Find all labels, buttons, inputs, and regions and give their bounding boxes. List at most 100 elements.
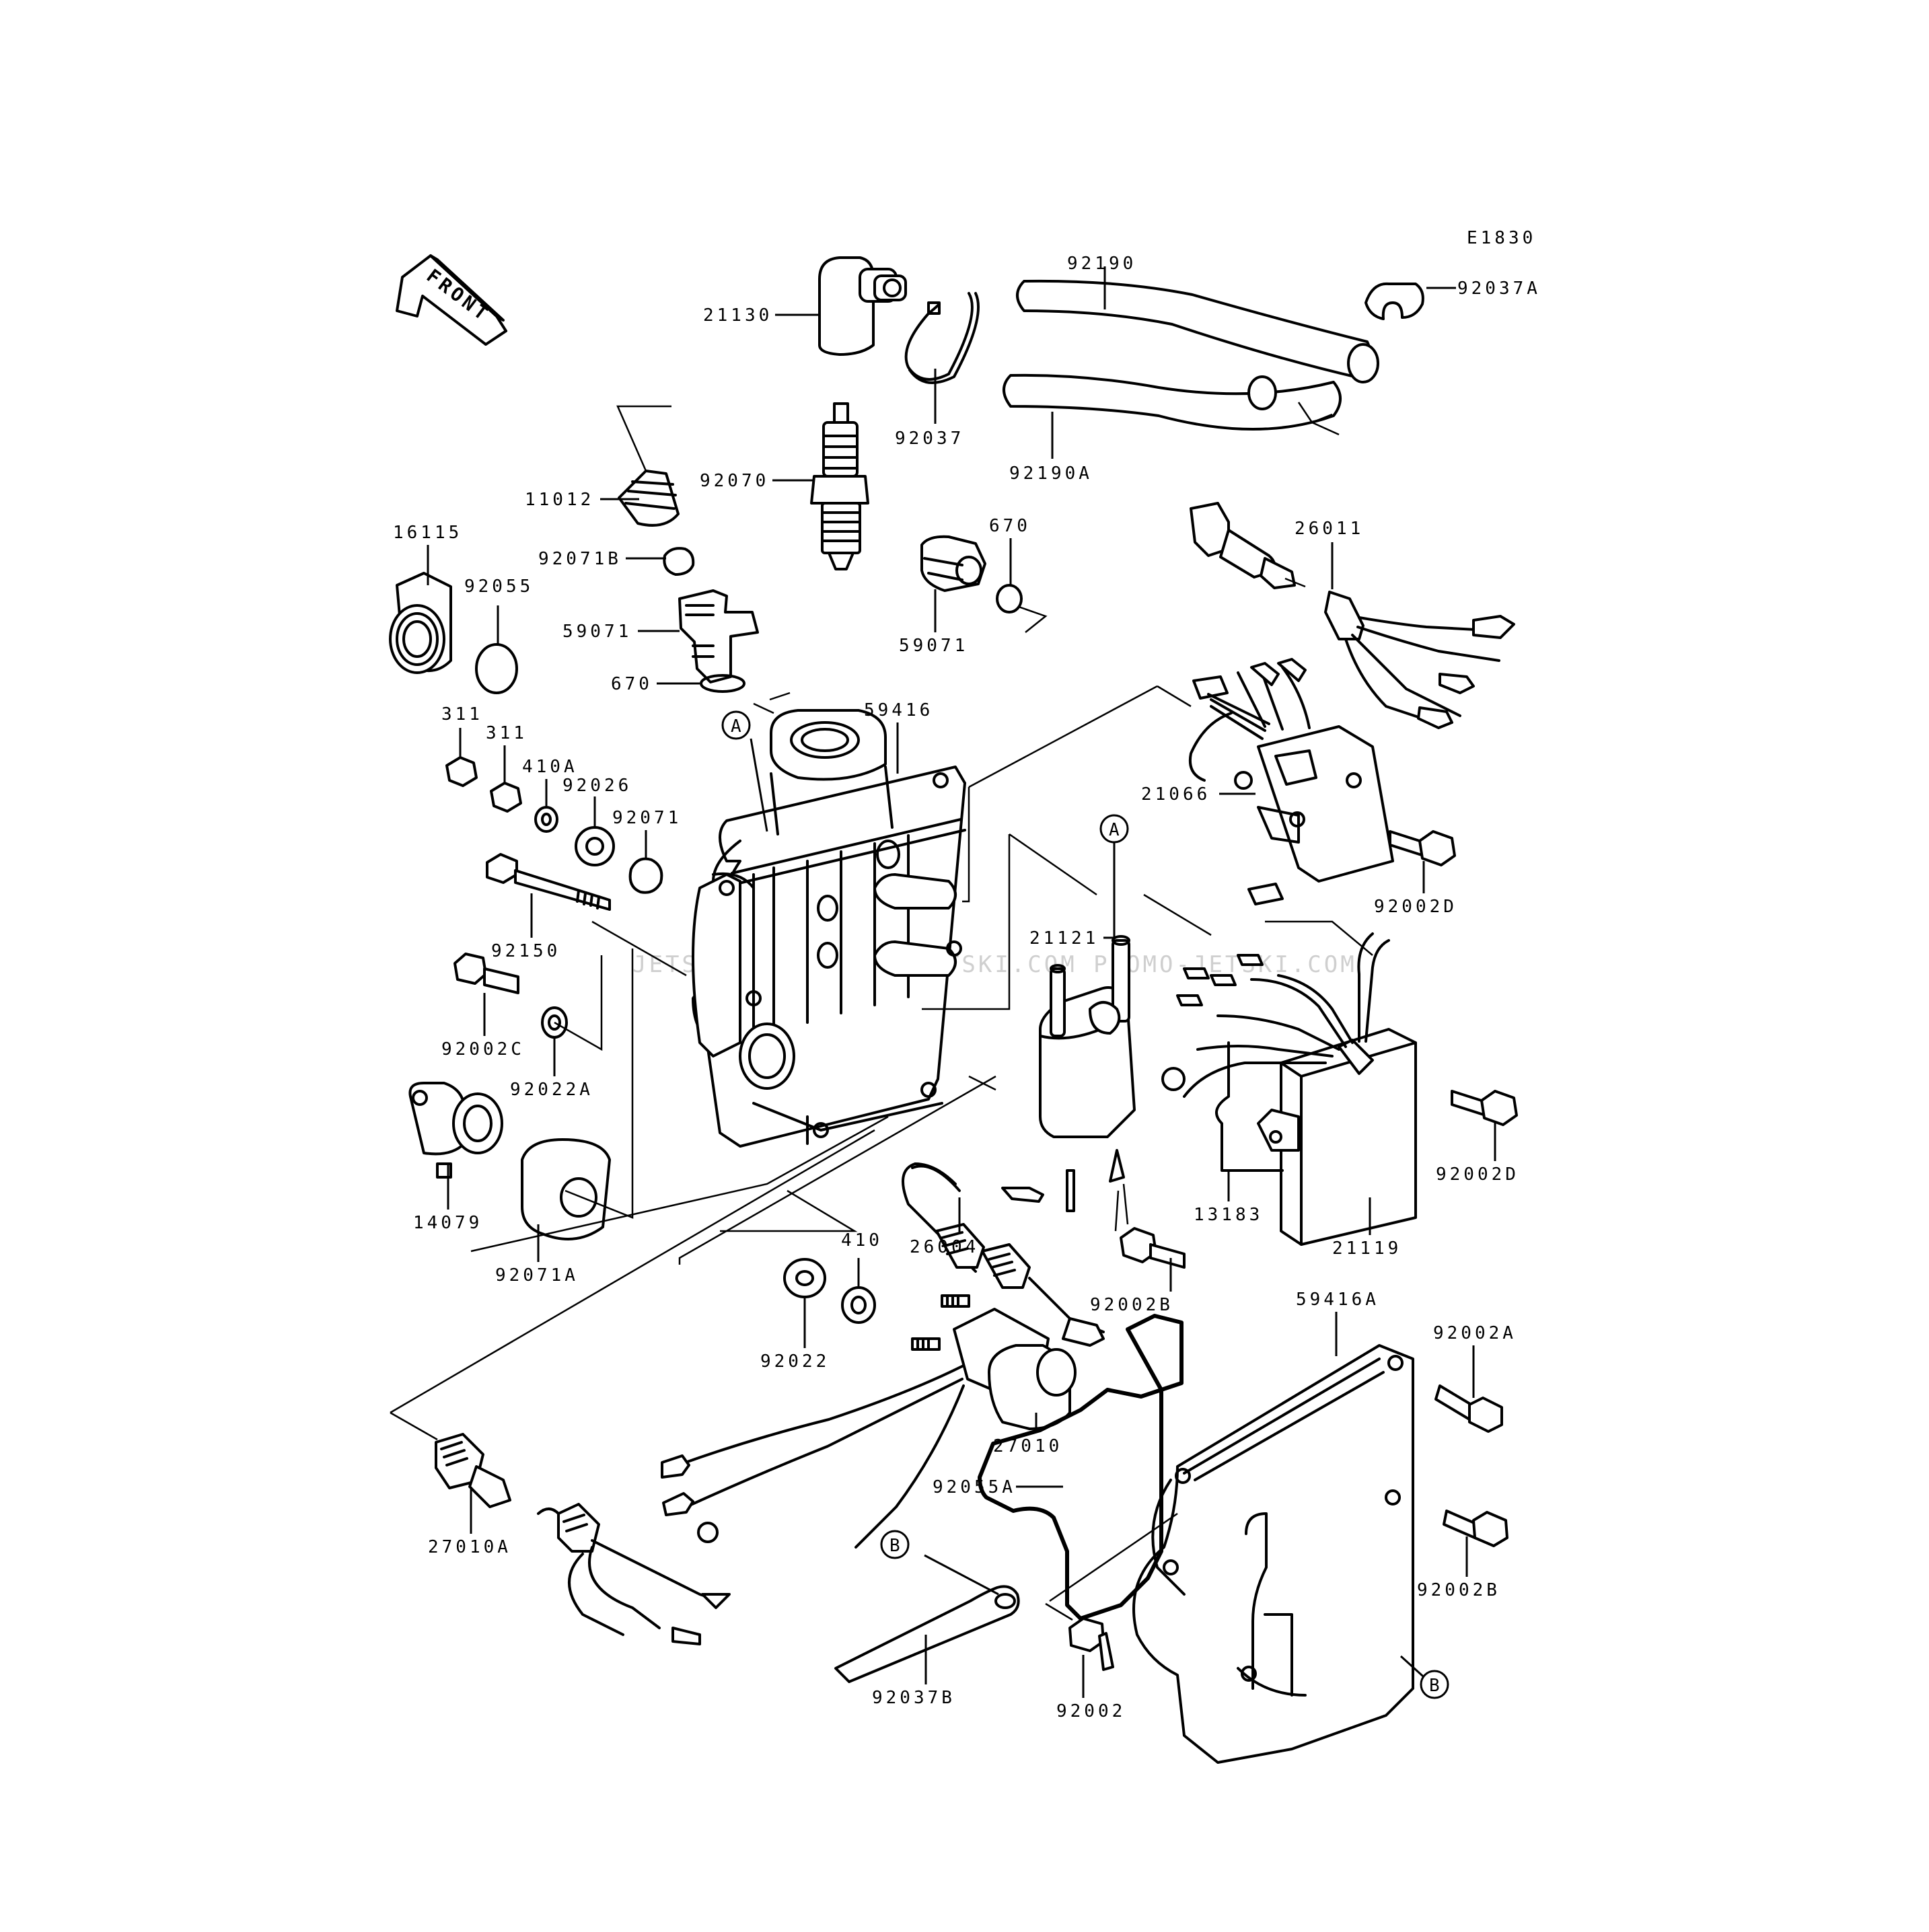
sensor-26004 bbox=[902, 1162, 1105, 1347]
bolt-92002B-right bbox=[1443, 1510, 1508, 1547]
callout-b-left-label: B bbox=[889, 1536, 900, 1556]
label-27010A: 27010A bbox=[428, 1537, 511, 1557]
bolt-92002 bbox=[1068, 1617, 1114, 1671]
label-311-a: 311 bbox=[441, 704, 483, 724]
cylinder-head bbox=[692, 709, 966, 1148]
label-92002C: 92002C bbox=[441, 1039, 525, 1060]
label-21119: 21119 bbox=[1332, 1238, 1402, 1259]
nut-2 bbox=[490, 782, 522, 813]
bolt-92002A bbox=[1434, 1384, 1503, 1433]
spark-plug-cap bbox=[818, 256, 907, 356]
washer-92026 bbox=[575, 826, 615, 866]
long-bolt bbox=[486, 853, 611, 911]
thermostat-housing bbox=[389, 572, 452, 674]
rubber-mount bbox=[521, 1138, 611, 1240]
callout-b-left: B bbox=[880, 1530, 910, 1559]
label-410: 410 bbox=[841, 1230, 883, 1251]
part-labels: 21130 92037 92190 92190A 92037A 11012 92… bbox=[393, 254, 1541, 1721]
label-311-b: 311 bbox=[486, 723, 527, 743]
label-92002D-lower: 92002D bbox=[1436, 1164, 1519, 1185]
label-92002A: 92002A bbox=[1433, 1323, 1517, 1343]
guide-lines bbox=[390, 685, 1212, 1621]
washer-410A bbox=[534, 806, 558, 833]
label-21121: 21121 bbox=[1029, 928, 1099, 949]
bolt-92002D-upper bbox=[1389, 830, 1456, 866]
label-26004: 26004 bbox=[910, 1237, 979, 1257]
label-11012: 11012 bbox=[525, 490, 594, 510]
front-arrow-icon: FRONT bbox=[396, 254, 507, 346]
hose-clip bbox=[1364, 282, 1424, 320]
bolt-92002C bbox=[453, 953, 519, 994]
label-92037: 92037 bbox=[895, 429, 964, 449]
label-670-left: 670 bbox=[611, 674, 653, 694]
label-27010: 27010 bbox=[993, 1436, 1062, 1456]
clamp-band bbox=[904, 292, 980, 384]
grommet bbox=[663, 547, 695, 576]
oil-cap bbox=[616, 405, 680, 527]
label-410A: 410A bbox=[522, 757, 578, 777]
ignition-coil bbox=[1039, 935, 1136, 1232]
label-92071B: 92071B bbox=[538, 549, 622, 569]
label-92055A: 92055A bbox=[933, 1477, 1016, 1497]
label-92022A: 92022A bbox=[510, 1080, 593, 1100]
callout-a-right: A bbox=[1099, 814, 1129, 844]
label-670-right: 670 bbox=[989, 516, 1031, 536]
spark-plug bbox=[810, 402, 869, 570]
fitting-left bbox=[678, 589, 759, 683]
label-59071-right: 59071 bbox=[899, 636, 968, 656]
label-13183: 13183 bbox=[1194, 1205, 1263, 1225]
label-92002B-mid: 92002B bbox=[1090, 1295, 1173, 1315]
diagram-code: E1830 bbox=[1467, 228, 1536, 248]
hose bbox=[1003, 279, 1379, 436]
label-59416: 59416 bbox=[864, 700, 933, 720]
label-92190A: 92190A bbox=[1009, 463, 1093, 484]
label-92037A: 92037A bbox=[1457, 278, 1541, 299]
callout-b-right-label: B bbox=[1429, 1676, 1440, 1696]
label-59071-left: 59071 bbox=[562, 622, 632, 642]
label-92150: 92150 bbox=[491, 941, 560, 961]
starter-relay bbox=[661, 1294, 1077, 1549]
grommet-92071 bbox=[628, 857, 663, 894]
leader-lines bbox=[427, 266, 1496, 1698]
label-92070: 92070 bbox=[700, 471, 769, 491]
connector-26011 bbox=[1190, 502, 1515, 729]
bolt-92002D-lower bbox=[1451, 1090, 1518, 1126]
label-14079: 14079 bbox=[413, 1213, 482, 1233]
fitting-right bbox=[920, 535, 986, 592]
label-92026: 92026 bbox=[562, 776, 632, 796]
label-26011: 26011 bbox=[1295, 519, 1364, 539]
callout-a-right-label: A bbox=[1109, 820, 1120, 840]
bracket bbox=[1215, 1041, 1300, 1172]
label-92055: 92055 bbox=[464, 577, 534, 597]
o-ring-right bbox=[996, 584, 1023, 614]
o-ring bbox=[475, 643, 518, 694]
switch-27010A bbox=[435, 1433, 731, 1645]
label-92002B-right: 92002B bbox=[1417, 1580, 1500, 1600]
callout-a-left-label: A bbox=[731, 716, 741, 737]
label-92022: 92022 bbox=[760, 1351, 830, 1372]
label-59416A: 59416A bbox=[1296, 1290, 1379, 1310]
washer-92022 bbox=[783, 1258, 826, 1298]
label-92071: 92071 bbox=[612, 808, 682, 828]
label-92190: 92190 bbox=[1067, 254, 1136, 274]
cover bbox=[1132, 1344, 1414, 1764]
regulator bbox=[1189, 658, 1394, 883]
label-92002: 92002 bbox=[1056, 1701, 1126, 1721]
bolt-92002B-mid bbox=[1120, 1227, 1186, 1269]
o-ring-small bbox=[700, 674, 745, 693]
label-21130: 21130 bbox=[703, 305, 772, 326]
label-92071A: 92071A bbox=[495, 1265, 579, 1286]
nut-1 bbox=[445, 756, 478, 787]
callout-a-left: A bbox=[721, 710, 751, 740]
gasket bbox=[978, 1314, 1184, 1621]
washer-410 bbox=[841, 1286, 876, 1324]
callout-b-right: B bbox=[1420, 1670, 1449, 1699]
temperature-sensor bbox=[408, 1082, 503, 1179]
cdi-unit bbox=[1161, 883, 1417, 1246]
label-21066: 21066 bbox=[1141, 784, 1210, 805]
label-92002D-upper: 92002D bbox=[1374, 897, 1457, 917]
label-16115: 16115 bbox=[393, 523, 462, 543]
label-92037B: 92037B bbox=[872, 1688, 955, 1708]
strap bbox=[834, 1585, 1020, 1683]
